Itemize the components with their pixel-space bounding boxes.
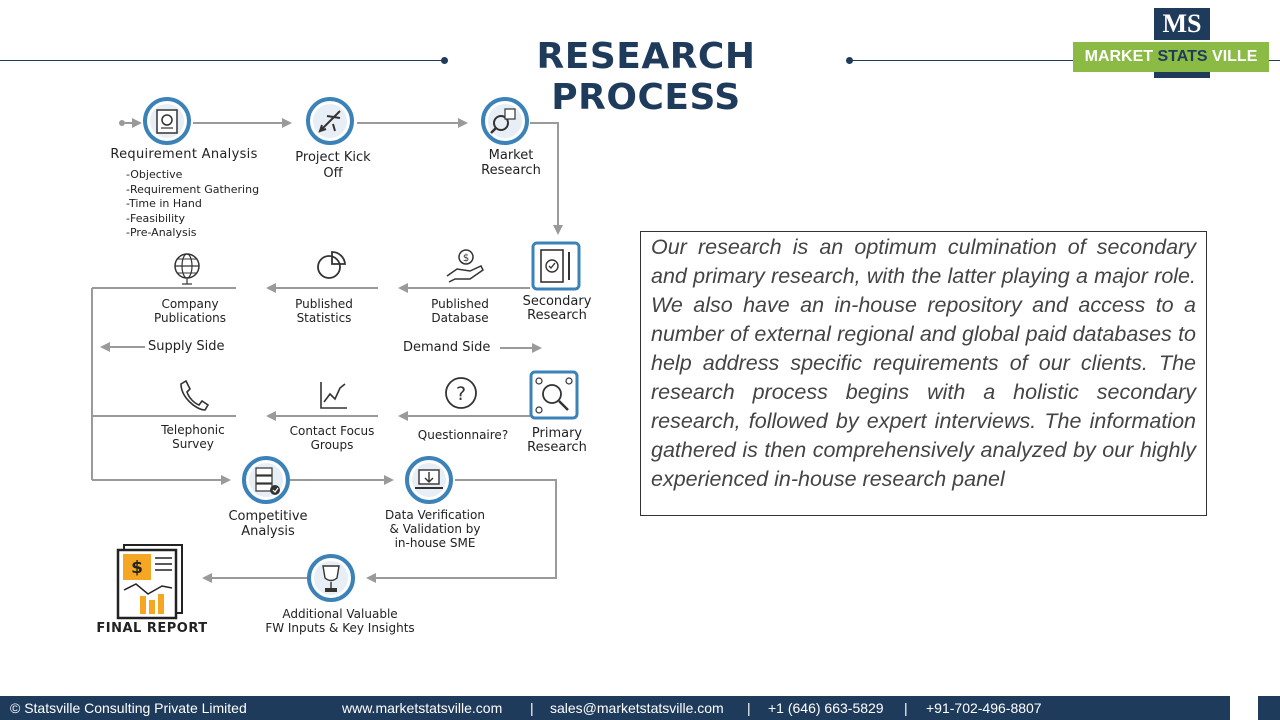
svg-text:$: $ [463, 253, 469, 264]
globe-icon [174, 253, 200, 285]
footer-phone-in[interactable]: +91-702-496-8807 [926, 700, 1042, 716]
primary-research-icon [529, 370, 579, 420]
secondary-research-icon [531, 241, 581, 291]
header-rule-right [852, 60, 1280, 61]
trophy-icon [307, 554, 355, 602]
logo-word-ville: VILLE [1212, 48, 1258, 65]
airplane-icon [306, 97, 354, 145]
requirement-feasibility: -Feasibility [126, 212, 185, 225]
page-title: RESEARCH PROCESS [536, 36, 756, 118]
logo-wordmark: MARKET STATS VILLE [1073, 42, 1269, 72]
label-requirement-analysis: Requirement Analysis [110, 147, 258, 162]
requirement-gathering: -Requirement Gathering [126, 183, 260, 196]
company-logo[interactable]: MS MARKET STATS VILLE [1073, 6, 1269, 78]
description-text: Our research is an optimum culmination o… [651, 235, 1196, 491]
logo-accent [1154, 72, 1210, 78]
svg-text:?: ? [456, 383, 466, 405]
footer-accent-block [1258, 696, 1280, 720]
header-dot-left [441, 57, 448, 64]
requirement-time-in-hand: -Time in Hand [126, 197, 202, 210]
phone-icon [180, 379, 210, 411]
footer-website-link[interactable]: www.marketstatsville.com [342, 700, 503, 716]
pie-chart-icon [317, 251, 346, 279]
connector-lines [91, 118, 563, 583]
money-hand-icon: $ [446, 249, 484, 283]
label-supply-side: Supply Side [148, 339, 225, 354]
clipboard-chart-icon [143, 97, 191, 145]
footer-separator: | [904, 700, 908, 716]
label-questionnaire: Questionnaire? [417, 428, 509, 442]
header-rule-left [0, 60, 442, 61]
label-final-report: FINAL REPORT [96, 621, 208, 636]
process-diagram: $ ? [91, 97, 581, 620]
description-box: Our research is an optimum culmination o… [640, 231, 1207, 516]
label-demand-side: Demand Side [403, 340, 491, 355]
report-document-icon: $ [116, 544, 183, 620]
server-check-icon [242, 456, 290, 504]
logo-word-stats: STATS [1157, 48, 1208, 65]
laptop-download-icon [405, 456, 453, 504]
footer-bar: © Statsville Consulting Private Limited … [0, 696, 1230, 720]
requirement-pre-analysis: -Pre-Analysis [126, 226, 197, 239]
footer-copyright: © Statsville Consulting Private Limited [10, 700, 247, 716]
requirement-objective: -Objective [126, 168, 183, 181]
logo-word-market: MARKET [1084, 48, 1154, 65]
footer-phone-us[interactable]: +1 (646) 663-5829 [768, 700, 884, 716]
footer-separator: | [530, 700, 534, 716]
footer-separator: | [747, 700, 751, 716]
line-graph-icon [320, 382, 347, 409]
footer-email-link[interactable]: sales@marketstatsville.com [550, 700, 724, 716]
svg-text:$: $ [131, 558, 143, 578]
header-dot-right [846, 57, 853, 64]
market-research-icon [481, 97, 529, 145]
question-icon: ? [445, 377, 477, 409]
logo-initials: MS [1154, 8, 1210, 40]
